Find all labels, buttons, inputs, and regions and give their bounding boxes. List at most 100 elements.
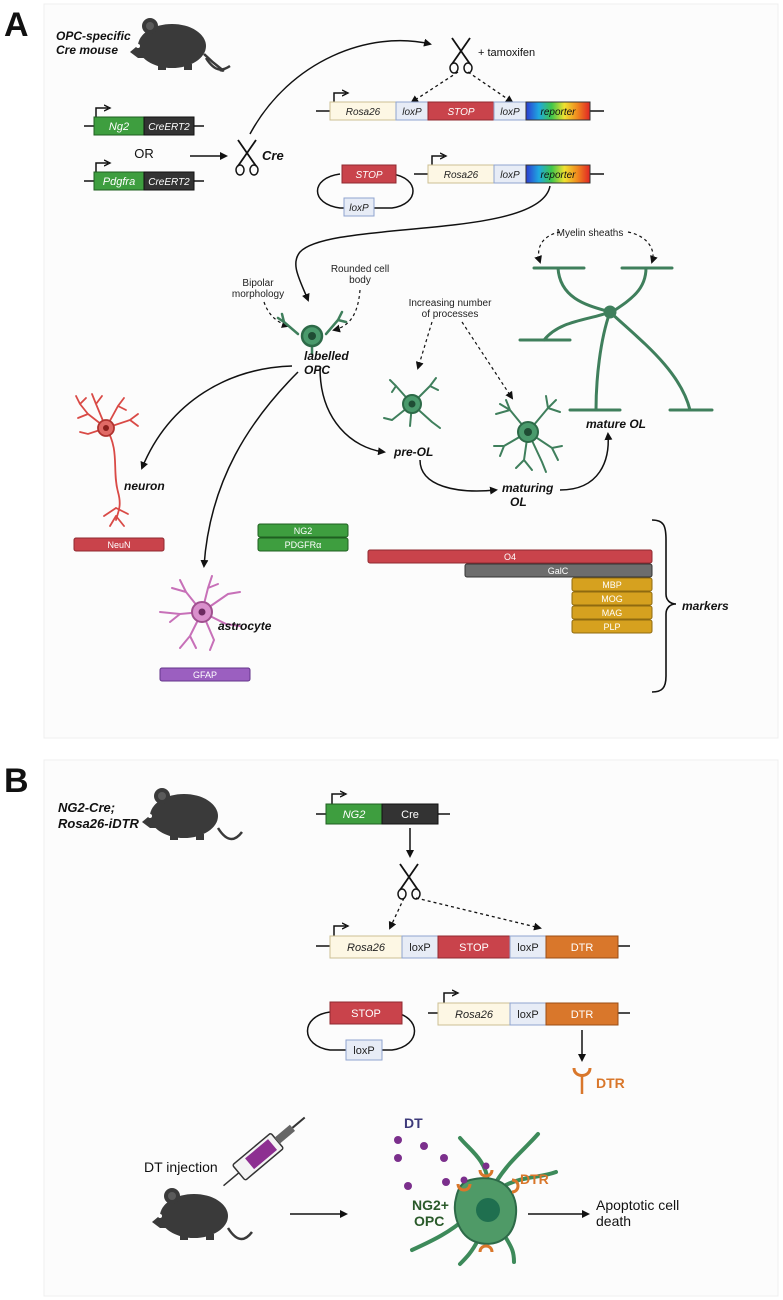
or-label: OR [134, 146, 154, 161]
rosa26-label: Rosa26 [346, 107, 381, 118]
panel-b-letter: B [4, 762, 29, 800]
ng2-creert2-construct: Ng2 CreERT2 [84, 108, 204, 136]
pdgfra-creert2-construct: Pdgfra CreERT2 [84, 163, 204, 191]
rosa26-b-label-2: Rosa26 [455, 1009, 494, 1021]
maturing-label-line1: maturing [502, 481, 554, 495]
dtr-receptor-icon [572, 1067, 592, 1094]
pre-ol-cell [383, 377, 441, 429]
astrocyte-label: astrocyte [218, 619, 272, 633]
loxp-b-label-excised: loxP [353, 1045, 374, 1057]
opc-label-line1: NG2+ [412, 1197, 449, 1213]
loxp-b-label-2: loxP [517, 942, 538, 954]
neuron-cell [75, 393, 139, 527]
stop-box-excised [341, 164, 397, 184]
stop-label-excised: STOP [355, 170, 382, 181]
mouse-icon [130, 18, 231, 72]
reporter-box [525, 101, 591, 121]
loxp-b-label-1: loxP [409, 942, 430, 954]
stop-b-box-excised [329, 1001, 403, 1025]
mouse-b-label-line1: NG2-Cre; [58, 800, 115, 815]
tamoxifen-label: + tamoxifen [478, 47, 535, 59]
creert2-box-2 [143, 171, 195, 191]
dt-injection-label: DT injection [144, 1159, 218, 1175]
marker-bar-plp [571, 619, 653, 634]
stop-label: STOP [447, 107, 474, 118]
mature-ol-label: mature OL [586, 417, 646, 431]
marker-gfap: GFAP [193, 670, 217, 680]
rosa26-label-2: Rosa26 [444, 170, 479, 181]
loxp-box-excised [343, 197, 375, 217]
loxp-label-1: loxP [402, 107, 422, 118]
labelled-label-line1: labelled [304, 349, 349, 363]
mouse-label-line1: OPC-specific [56, 29, 131, 43]
panel-b-background [43, 759, 779, 1297]
mouse-c-icon [152, 1188, 253, 1241]
mature-ol-cell [518, 266, 714, 412]
markers-label: markers [682, 599, 729, 613]
rosa26-stop-reporter-construct: Rosa26 loxP STOP loxP reporter [316, 93, 604, 121]
cre-label: Cre [262, 148, 284, 163]
marker-plp: PLP [603, 622, 620, 632]
marker-bar-pdgfr [257, 537, 349, 552]
myelin-sheaths-label: Myelin sheaths [557, 228, 624, 239]
labelled-label-line2: OPC [304, 363, 330, 377]
scissors-icon-top [449, 37, 473, 74]
processes-label-line2: of processes [422, 309, 479, 320]
maturing-label-line2: OL [510, 495, 527, 509]
rounded-label-line2: body [349, 275, 371, 286]
rosa26-idtr-construct: Rosa26 loxP STOP loxP DTR [316, 926, 630, 959]
marker-neun: NeuN [107, 540, 130, 550]
stop-b-label-excised: STOP [351, 1008, 381, 1020]
marker-bar-gfap [159, 667, 251, 682]
cre-b-box [381, 803, 439, 825]
dt-label: DT [404, 1115, 423, 1131]
marker-bar-o4 [367, 549, 653, 564]
stop-b-label: STOP [459, 942, 489, 954]
ng2-cre-construct: NG2 Cre [316, 794, 450, 825]
excised-stop-loop: STOP loxP [316, 164, 414, 217]
mouse-label-line2: Cre mouse [56, 43, 118, 57]
labelled-opc-cell [276, 310, 348, 356]
marker-mbp: MBP [602, 580, 622, 590]
marker-mag: MAG [602, 608, 623, 618]
creert2-label: CreERT2 [148, 122, 190, 133]
bipolar-label-line1: Bipolar [242, 278, 274, 289]
loxp-label-2: loxP [500, 107, 520, 118]
marker-bar-galc [464, 563, 653, 578]
dtr-b-label-2: DTR [571, 1009, 594, 1021]
creert2-label-2: CreERT2 [148, 177, 190, 188]
dt-bound-particles [460, 1162, 490, 1184]
apoptosis-label-line1: Apoptotic cell [596, 1197, 679, 1213]
dtr-cell-label: DTR [520, 1171, 549, 1187]
reporter-box-2 [525, 164, 591, 184]
marker-mog: MOG [601, 594, 623, 604]
scissors-b-icon [397, 863, 421, 900]
marker-o4: O4 [504, 552, 516, 562]
loxp-label-3: loxP [500, 170, 520, 181]
processes-label-line1: Increasing number [409, 298, 492, 309]
dt-particles [394, 1136, 450, 1190]
dtr-b-box-2 [545, 1002, 619, 1026]
marker-ng2: NG2 [294, 526, 313, 536]
apoptosis-label-line2: death [596, 1213, 631, 1229]
reporter-label: reporter [540, 107, 576, 118]
creert2-box [143, 116, 195, 136]
loxp-b-box-excised [345, 1039, 383, 1061]
opc-label-line2: OPC [414, 1213, 444, 1229]
loxp-b-label-3: loxP [517, 1009, 538, 1021]
rosa26-reporter-recombined: Rosa26 loxP reporter [414, 156, 604, 184]
marker-bar-neun [73, 537, 165, 552]
ng2-opc-cell [410, 1132, 558, 1266]
neuron-label: neuron [124, 479, 165, 493]
dtr-b-label: DTR [571, 942, 594, 954]
mouse-b-label-line2: Rosa26-iDTR [58, 816, 140, 831]
rosa26-dtr-recombined: Rosa26 loxP DTR [428, 993, 630, 1026]
panel-a-letter: A [4, 6, 29, 44]
scissors-icon [235, 139, 259, 176]
reporter-label-2: reporter [540, 170, 576, 181]
ng2-gene-label: Ng2 [109, 121, 129, 133]
rosa26-b-label: Rosa26 [347, 942, 386, 954]
marker-bar-mbp [571, 577, 653, 592]
cre-b-label: Cre [401, 809, 419, 821]
